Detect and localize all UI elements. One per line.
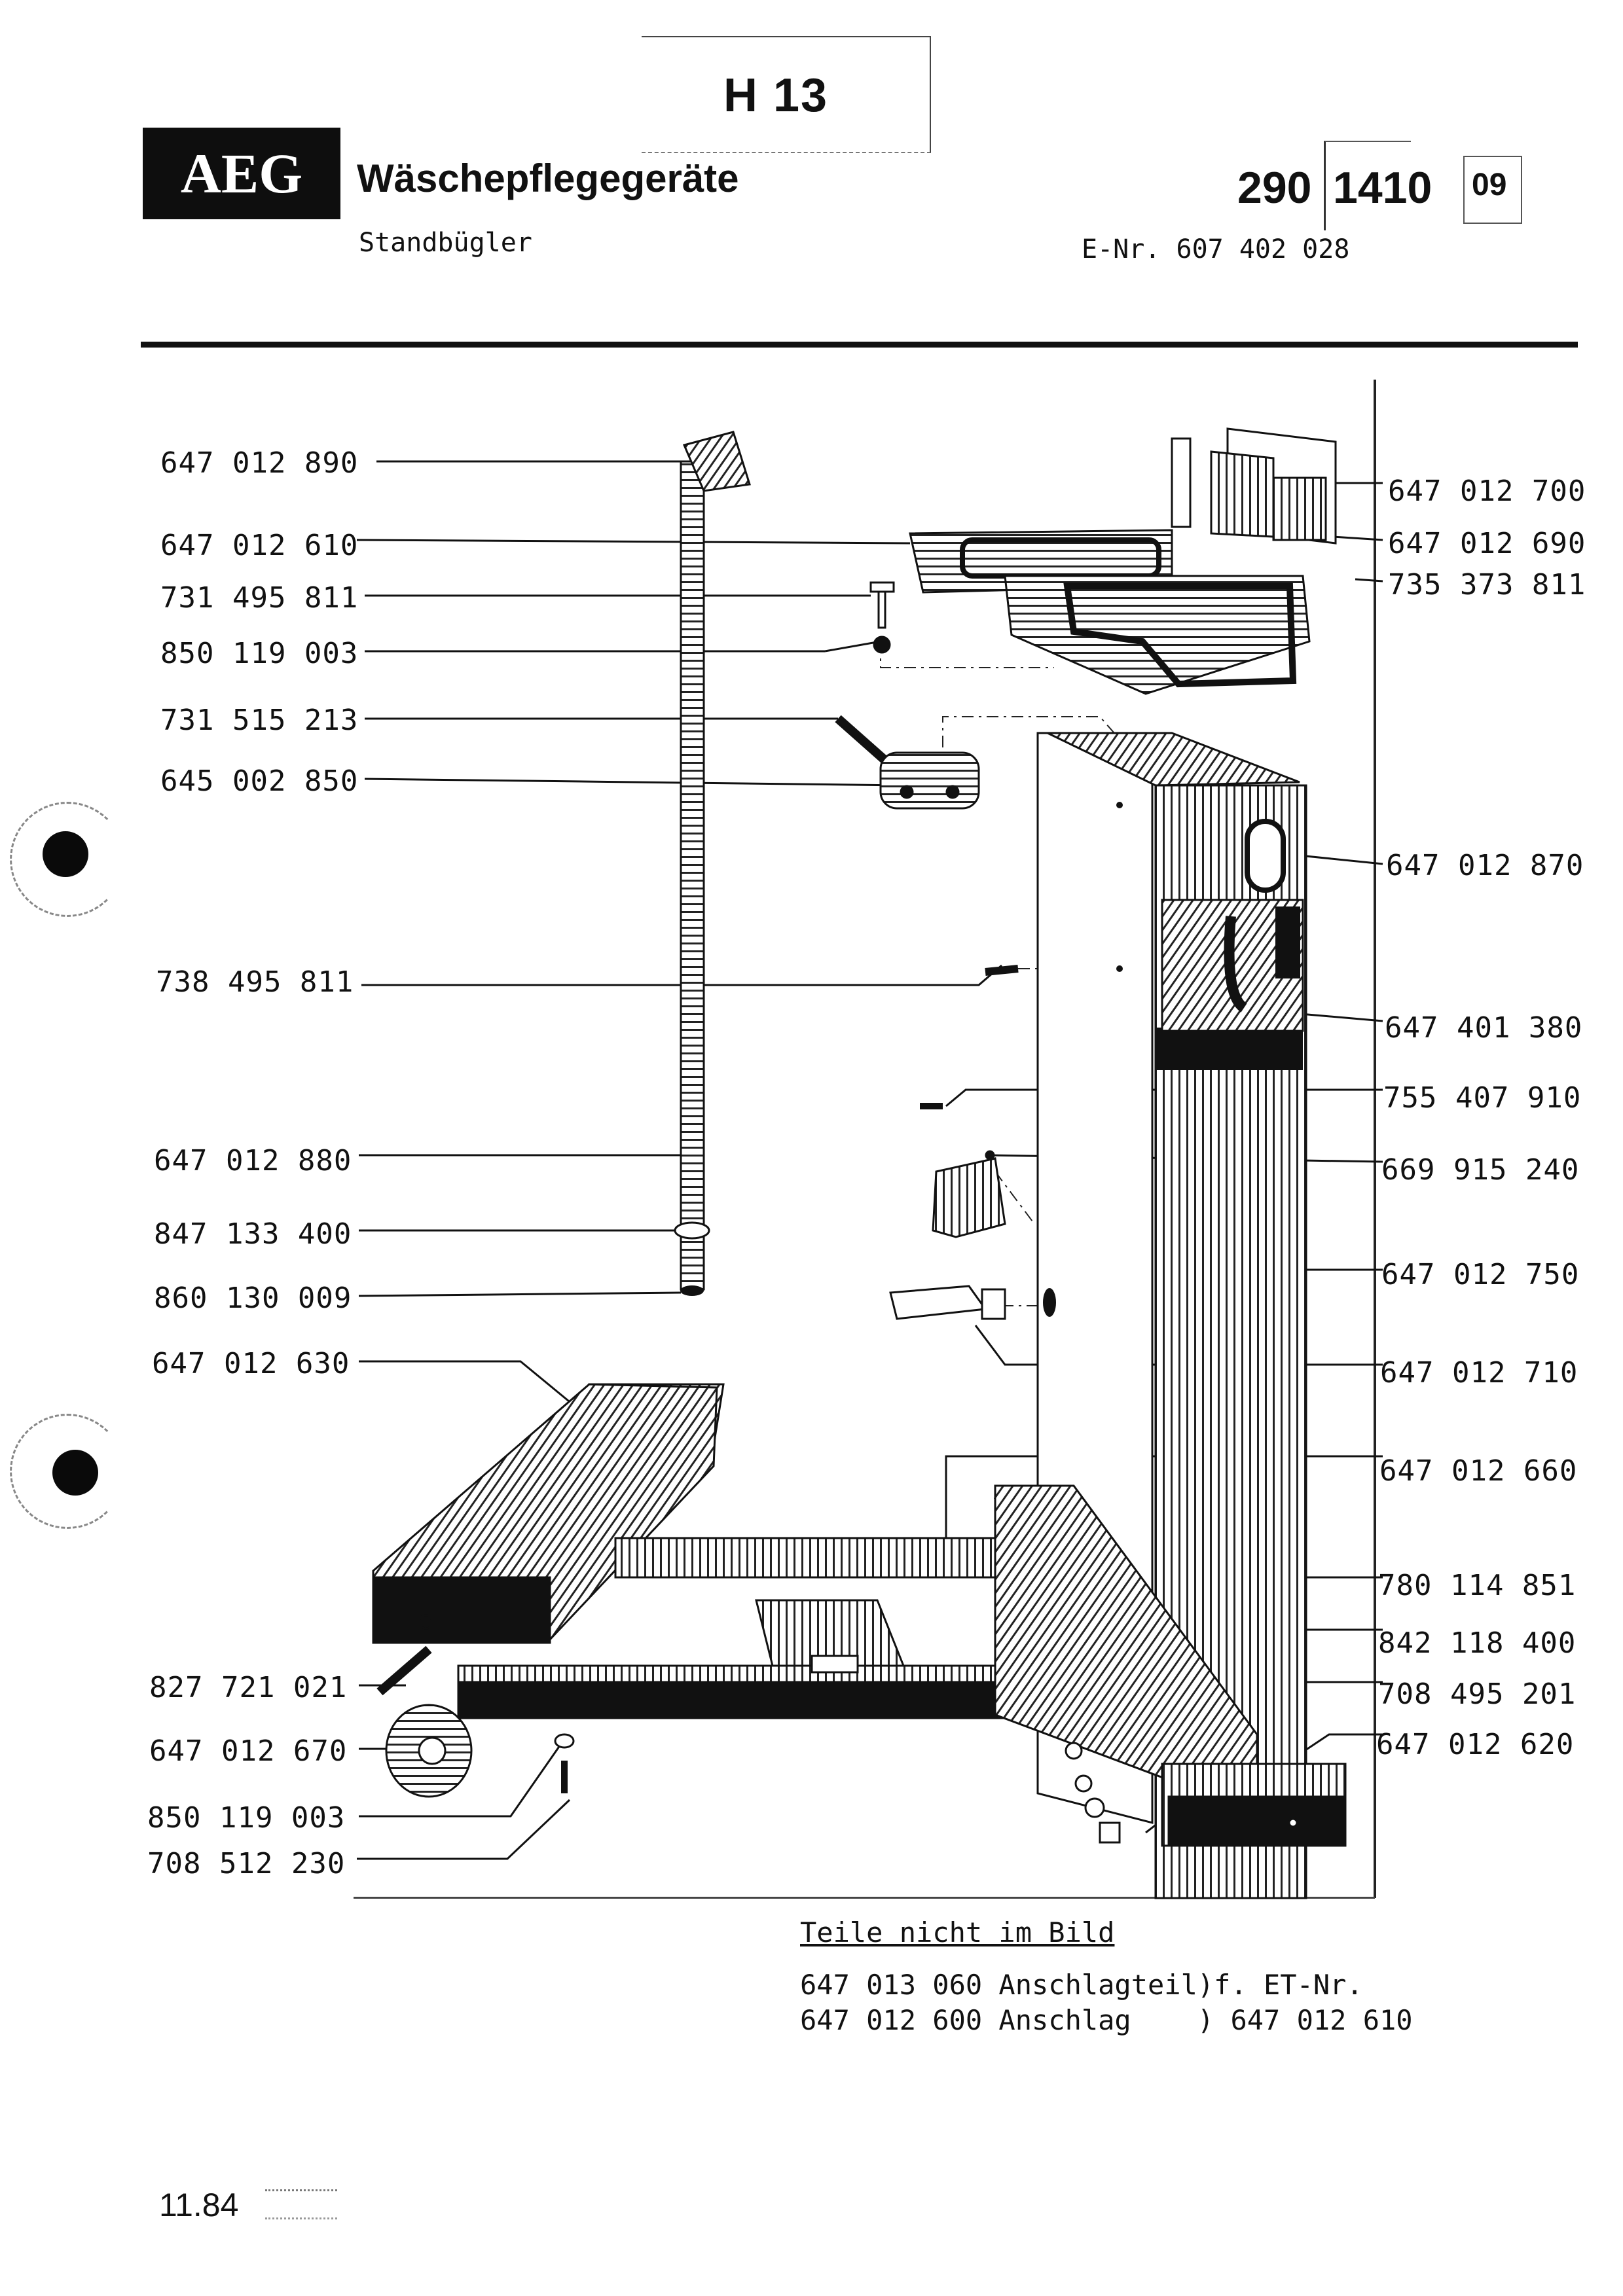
punch-hole-ring-bottom — [10, 1414, 125, 1529]
part-label: 647 012 890 — [160, 446, 359, 480]
sheet-label: H 13 — [723, 69, 829, 122]
page-number: 09 — [1472, 168, 1507, 202]
part-label: 847 133 400 — [154, 1217, 352, 1251]
hinge-bracket-top-right — [1171, 427, 1337, 545]
sheet-label-frame — [642, 36, 931, 153]
part-label: 647 012 660 — [1379, 1454, 1578, 1488]
part-label: 780 114 851 — [1378, 1569, 1577, 1602]
punch-hole-ring-top — [10, 802, 125, 917]
foot-parts — [376, 1614, 1121, 1844]
part-label: 647 012 620 — [1376, 1728, 1575, 1761]
header-rule — [141, 342, 1578, 348]
part-label: 708 512 230 — [147, 1847, 346, 1880]
handle-rod — [674, 431, 751, 1296]
notes-title: Teile nicht im Bild — [800, 1916, 1115, 1948]
aeg-logo-text: AEG — [180, 142, 303, 205]
part-label: 731 515 213 — [160, 704, 359, 737]
part-label: 738 495 811 — [156, 965, 354, 999]
part-label: 645 002 850 — [160, 764, 359, 798]
page-number-frame — [1463, 156, 1522, 224]
part-label: 755 407 910 — [1383, 1081, 1582, 1115]
note-line: 647 013 060 Anschlagteil)f. ET-Nr. — [800, 1969, 1363, 2001]
part-label: 647 012 700 — [1388, 475, 1586, 508]
part-label: 842 118 400 — [1378, 1626, 1577, 1660]
base-frame — [372, 1383, 1347, 1847]
part-label: 850 119 003 — [147, 1801, 346, 1835]
part-label: 669 915 240 — [1381, 1153, 1580, 1187]
part-label: 647 012 750 — [1381, 1258, 1580, 1291]
small-fasteners-top — [835, 581, 980, 810]
stamp-smudge — [265, 2189, 337, 2219]
document-code-number: 1410 — [1333, 163, 1432, 213]
diagram-frame-right — [1374, 380, 1376, 1898]
top-cover-plates — [909, 529, 1311, 695]
part-label: 647 012 610 — [160, 529, 359, 562]
note-line: 647 012 600 Anschlag ) 647 012 610 — [800, 2004, 1413, 2036]
part-label: 827 721 021 — [149, 1671, 348, 1704]
code-frame — [1324, 141, 1411, 230]
issue-date: 11.84 — [159, 2187, 239, 2223]
part-label: 860 130 009 — [154, 1282, 352, 1315]
part-label: 647 012 690 — [1388, 527, 1586, 560]
diagram-frame-bottom — [354, 1897, 1375, 1899]
punch-hole-bottom — [52, 1450, 98, 1496]
category-title: Wäschepflegegeräte — [357, 156, 739, 200]
side-clips — [889, 965, 1019, 1320]
part-label: 850 119 003 — [160, 637, 359, 670]
part-label: 647 012 710 — [1380, 1356, 1578, 1390]
e-number: E-Nr. 607 402 028 — [1082, 234, 1350, 264]
part-label: 647 401 380 — [1385, 1011, 1583, 1045]
part-label: 708 495 201 — [1378, 1677, 1577, 1711]
part-label: 647 012 630 — [152, 1347, 350, 1380]
left-leader-lines — [356, 460, 1002, 1860]
part-label: 647 012 880 — [154, 1144, 352, 1177]
document-code-prefix: 290 — [1237, 163, 1312, 213]
product-name: Standbügler — [359, 228, 532, 258]
part-label: 735 373 811 — [1388, 568, 1586, 601]
part-label: 731 495 811 — [160, 581, 359, 615]
part-label: 647 012 870 — [1386, 849, 1584, 882]
part-label: 647 012 670 — [149, 1734, 348, 1768]
punch-hole-top — [43, 831, 88, 877]
aeg-logo: AEG — [143, 128, 340, 219]
